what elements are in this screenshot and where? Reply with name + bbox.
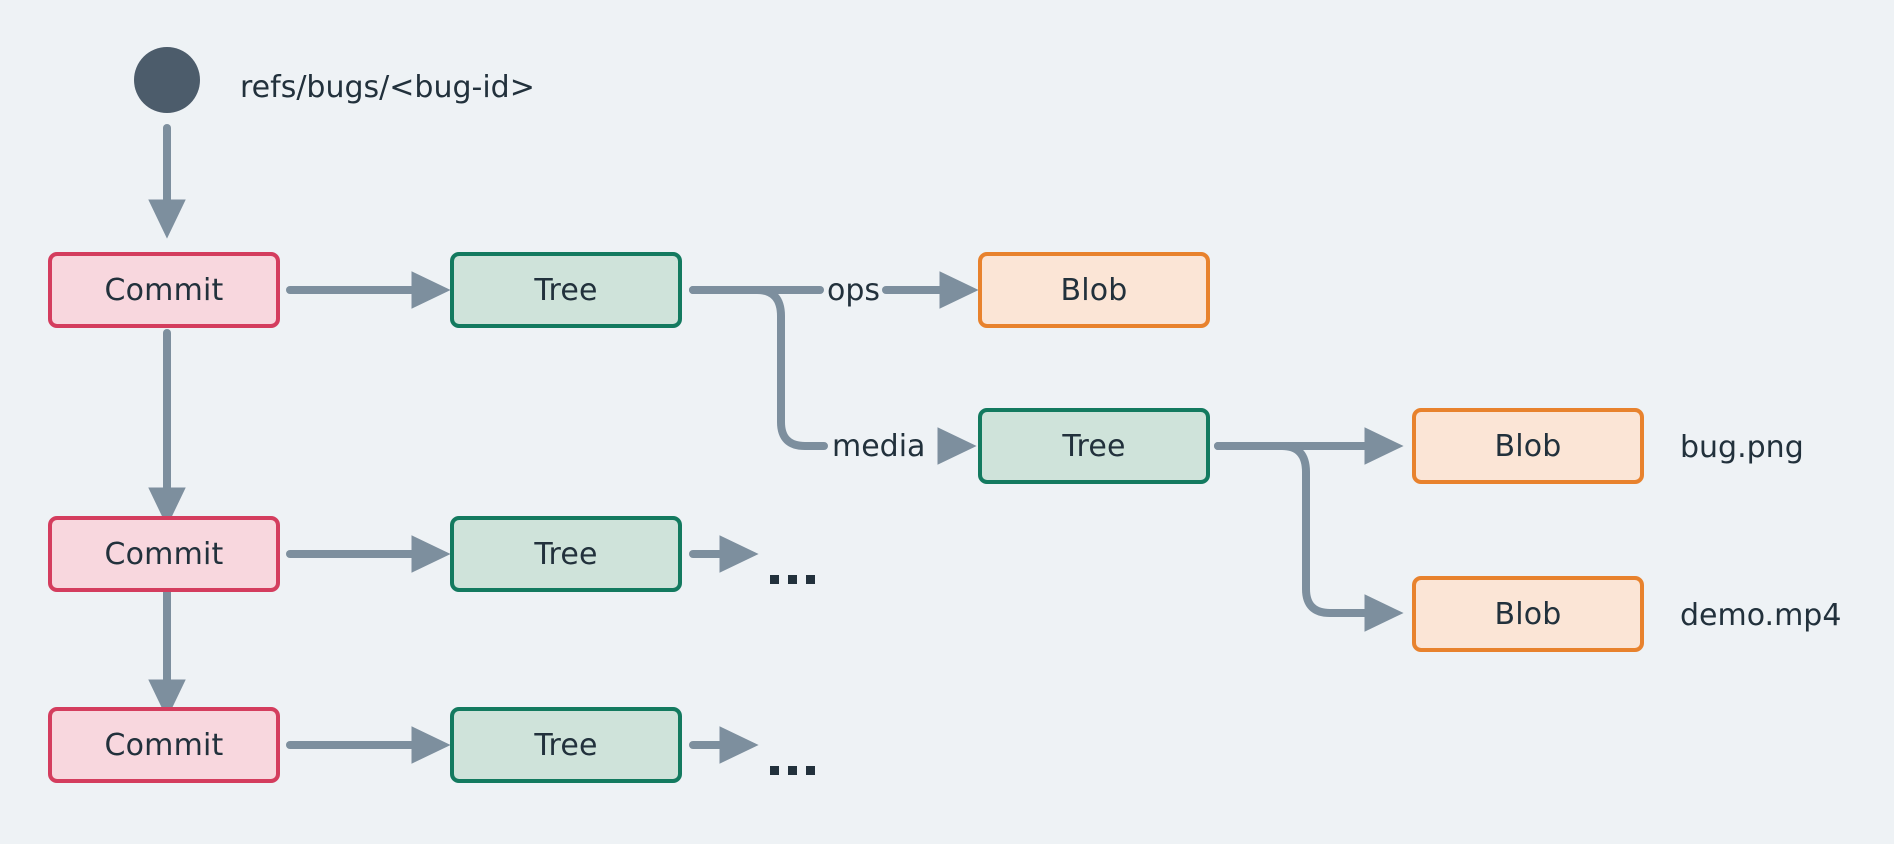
edge-treemedia-to-blob-demomp4: [1214, 442, 1404, 632]
node-blob-bug-png[interactable]: Blob: [1412, 408, 1644, 484]
ellipsis-dot: [806, 766, 815, 775]
node-tree-media[interactable]: Tree: [978, 408, 1210, 484]
ellipsis-tree-3-more: [770, 766, 815, 775]
edge-label-ops: ops: [827, 273, 881, 308]
ellipsis-dot: [770, 575, 779, 584]
ref-label: refs/bugs/<bug-id>: [240, 70, 535, 105]
node-tree-3[interactable]: Tree: [450, 707, 682, 783]
ellipsis-tree-2-more: [770, 575, 815, 584]
node-commit-1[interactable]: Commit: [48, 252, 280, 328]
node-tree-1[interactable]: Tree: [450, 252, 682, 328]
file-label-demo-mp4: demo.mp4: [1680, 598, 1842, 633]
node-commit-3[interactable]: Commit: [48, 707, 280, 783]
node-blob-ops[interactable]: Blob: [978, 252, 1210, 328]
edge-label-media: media: [832, 429, 926, 464]
node-tree-2[interactable]: Tree: [450, 516, 682, 592]
ellipsis-dot: [770, 766, 779, 775]
node-commit-2[interactable]: Commit: [48, 516, 280, 592]
ellipsis-dot: [806, 575, 815, 584]
file-label-bug-png: bug.png: [1680, 430, 1804, 465]
edge-tree1-branch-media: [689, 286, 828, 450]
ref-node-dot[interactable]: [134, 47, 200, 113]
ellipsis-dot: [788, 575, 797, 584]
node-blob-demo-mp4[interactable]: Blob: [1412, 576, 1644, 652]
ellipsis-dot: [788, 766, 797, 775]
